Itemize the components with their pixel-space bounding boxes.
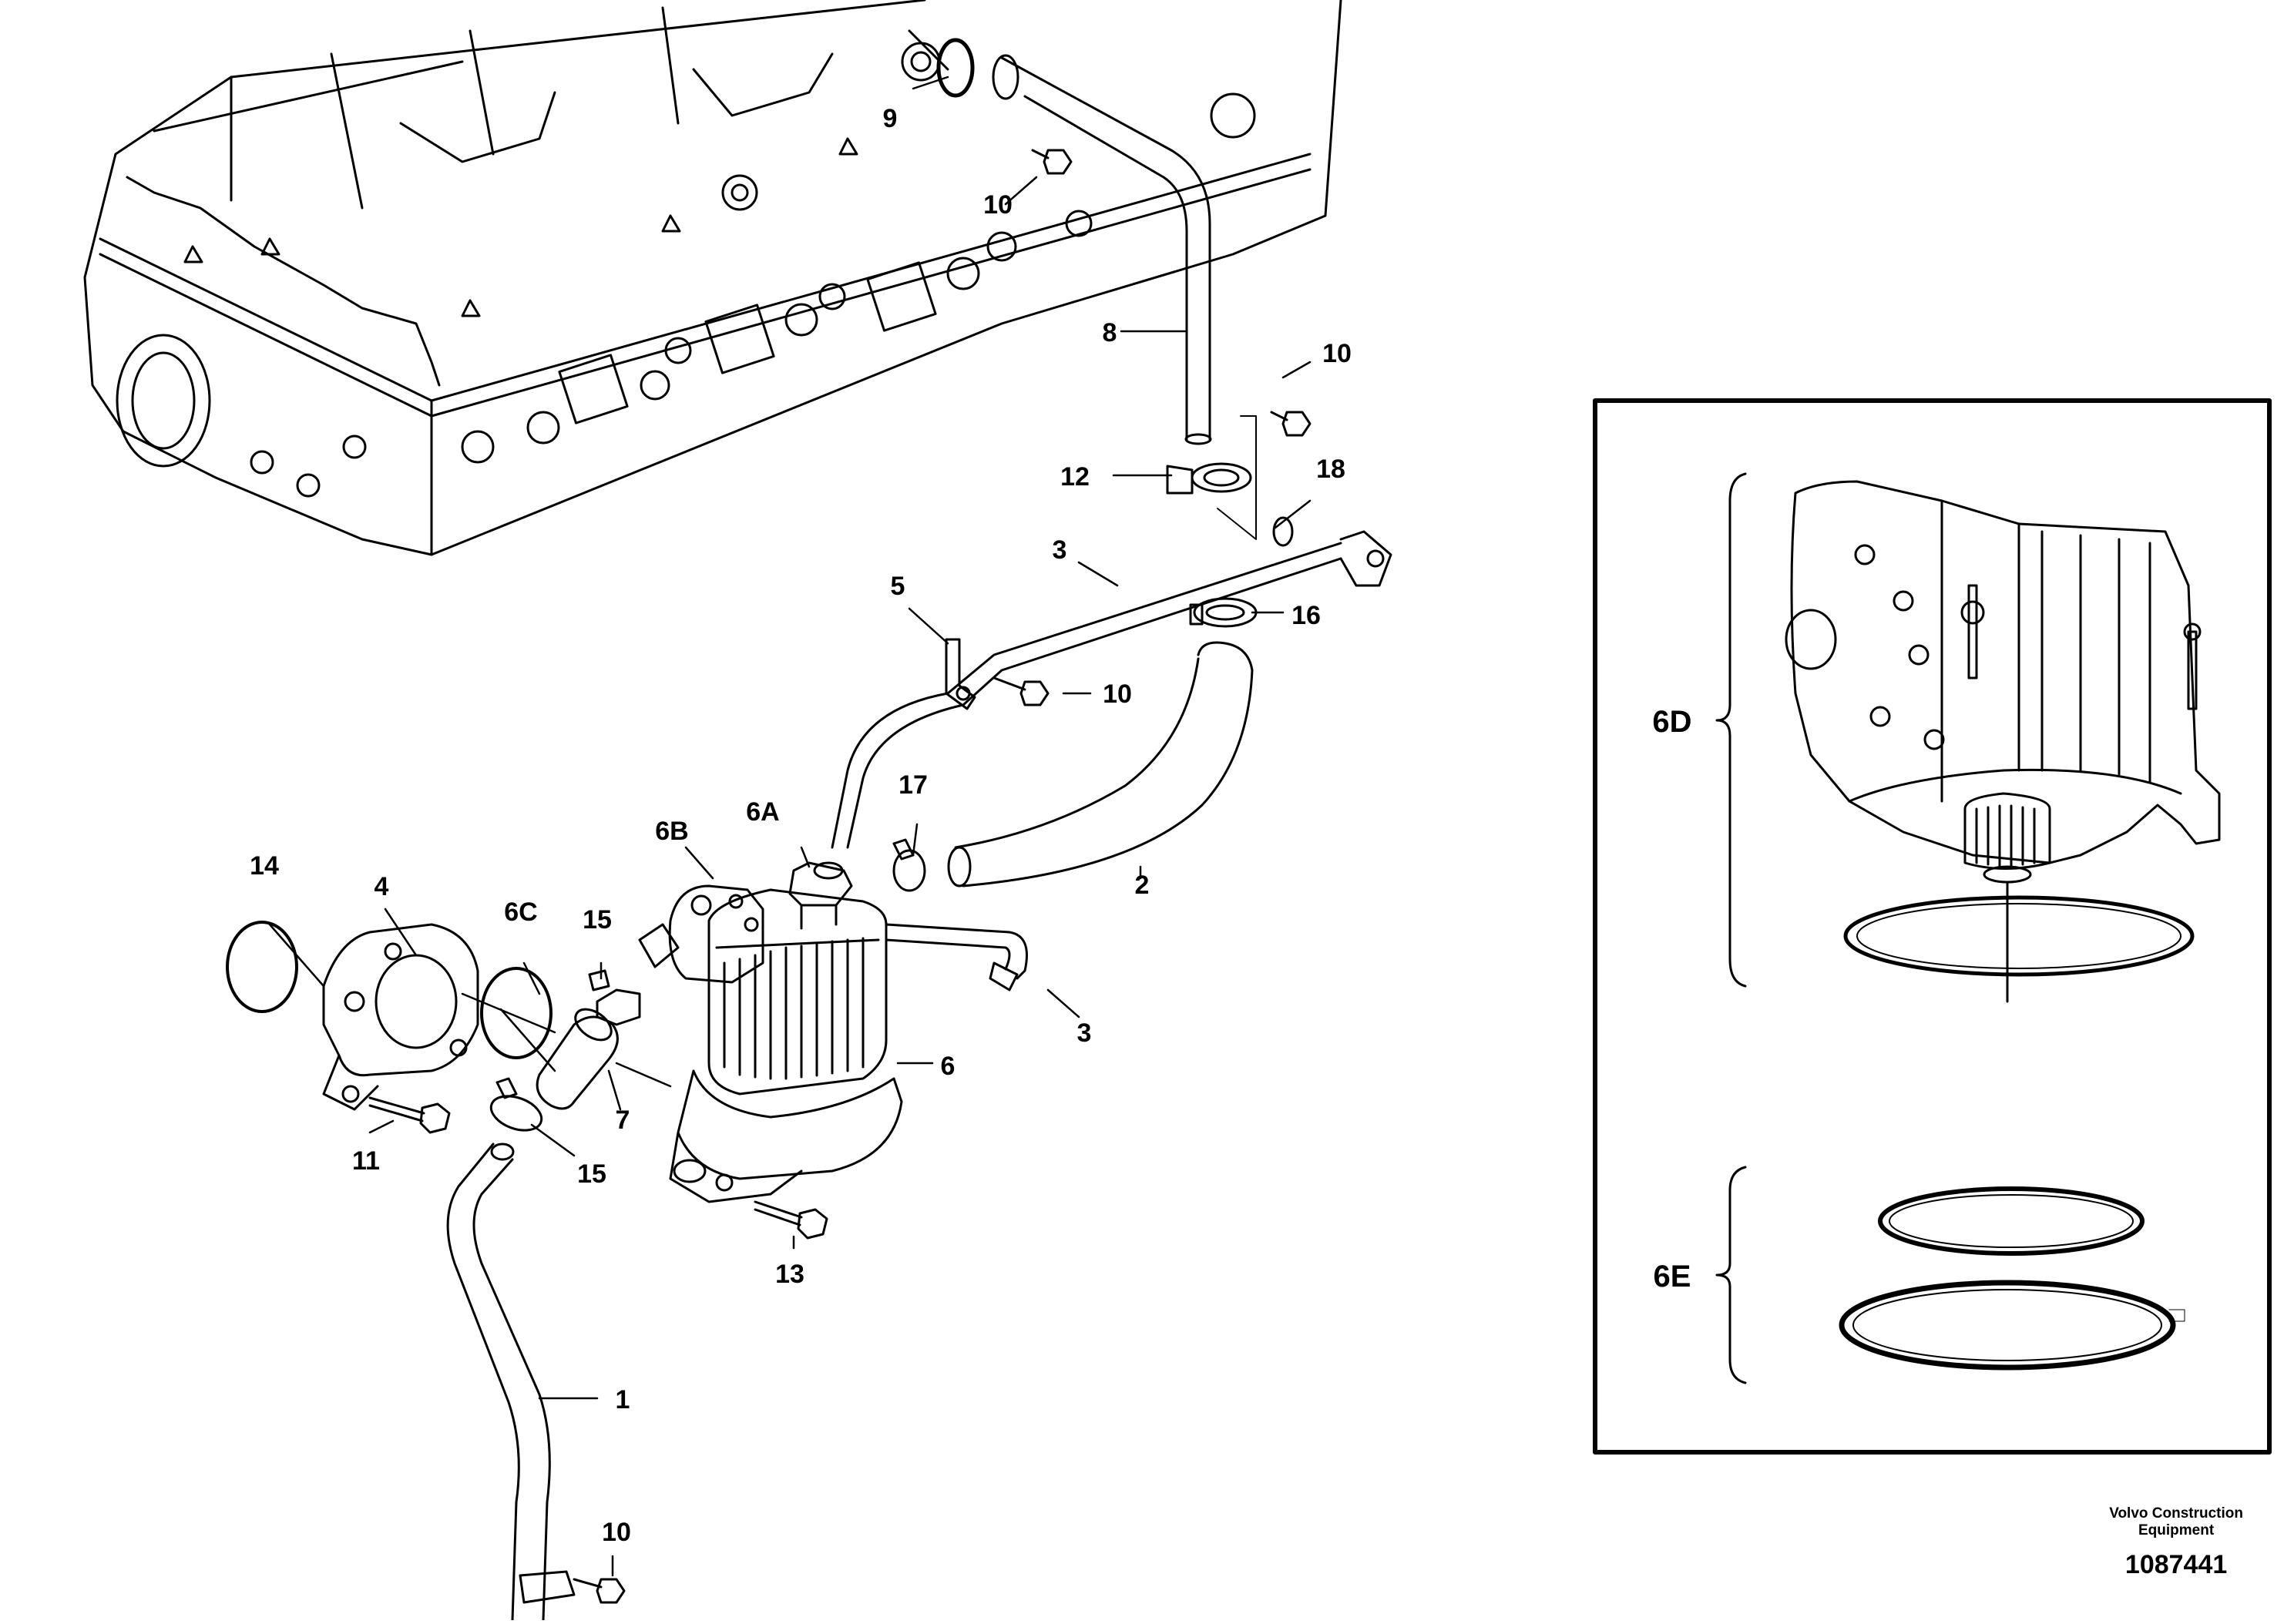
callout-15-lower: 15 bbox=[577, 1159, 606, 1189]
callout-6e: 6E bbox=[1654, 1260, 1691, 1293]
o-ring-9 bbox=[936, 38, 975, 98]
pipe-1 bbox=[446, 1143, 576, 1622]
bracket-5 bbox=[945, 638, 976, 710]
brand-line-2: Equipment bbox=[2138, 1522, 2215, 1538]
detail-6d-ring bbox=[1843, 895, 2195, 977]
clamp-12 bbox=[1166, 462, 1252, 495]
clamp-15-lower bbox=[489, 1077, 543, 1132]
outlet-6a bbox=[788, 861, 853, 930]
hose-2 bbox=[947, 641, 1254, 887]
bolt-10-bottom bbox=[573, 1578, 626, 1604]
callout-16: 16 bbox=[1291, 601, 1321, 630]
bolt-11 bbox=[368, 1096, 451, 1134]
brand-line-1: Volvo Construction bbox=[2109, 1505, 2243, 1522]
bolt-13 bbox=[754, 1200, 828, 1240]
callout-15-upper: 15 bbox=[583, 905, 612, 934]
o-ring-18 bbox=[1272, 516, 1294, 547]
clamp-15-upper bbox=[588, 923, 680, 1026]
bolt-10-top bbox=[1031, 149, 1073, 175]
detail-6d-pump bbox=[1785, 480, 2221, 1003]
callout-3-lower: 3 bbox=[1077, 1018, 1092, 1048]
callout-6c: 6C bbox=[504, 898, 537, 927]
callout-2: 2 bbox=[1135, 871, 1150, 900]
callout-11: 11 bbox=[352, 1146, 380, 1176]
callout-labels: 9 10 8 10 12 18 3 5 16 10 17 6A 6B 2 14 … bbox=[250, 104, 1691, 1547]
pipe-8 bbox=[992, 54, 1212, 445]
callout-6d: 6D bbox=[1652, 705, 1691, 739]
callout-12: 12 bbox=[1060, 462, 1090, 492]
callout-10-bottom: 10 bbox=[602, 1518, 631, 1547]
flange-4 bbox=[322, 923, 479, 1111]
callout-6b: 6B bbox=[655, 817, 688, 846]
hose-7 bbox=[536, 1008, 619, 1110]
clamp-16 bbox=[1189, 597, 1258, 628]
callout-1: 1 bbox=[616, 1385, 630, 1414]
callout-4: 4 bbox=[374, 872, 389, 901]
leader-lines bbox=[268, 75, 1312, 1577]
brace-6e bbox=[1715, 1166, 1747, 1384]
callout-3-top: 3 bbox=[1053, 535, 1067, 565]
callout-5: 5 bbox=[891, 572, 905, 601]
engine-block bbox=[83, 0, 1342, 556]
callout-10-middle: 10 bbox=[1103, 679, 1132, 709]
callout-18: 18 bbox=[1316, 455, 1345, 484]
detail-box bbox=[1593, 398, 2272, 1455]
o-ring-14 bbox=[226, 921, 298, 1013]
callout-14: 14 bbox=[250, 851, 279, 881]
footer-block: Volvo Construction Equipment 1087441 bbox=[2109, 1505, 2243, 1580]
callout-13: 13 bbox=[775, 1260, 804, 1289]
callout-7: 7 bbox=[616, 1106, 630, 1135]
separator-6 bbox=[669, 888, 903, 1203]
brace-6d bbox=[1715, 472, 1747, 988]
motor-6b bbox=[668, 884, 764, 984]
callout-10-upper-right: 10 bbox=[1322, 339, 1352, 368]
bolt-10-upper-right bbox=[1270, 411, 1312, 437]
bolt-10-middle bbox=[992, 676, 1050, 706]
callout-9: 9 bbox=[883, 104, 898, 133]
callout-17: 17 bbox=[898, 770, 928, 800]
callout-6: 6 bbox=[941, 1052, 956, 1081]
detail-6e-rings bbox=[1839, 1186, 2185, 1371]
clamp-17 bbox=[892, 838, 926, 892]
callout-10-top: 10 bbox=[983, 190, 1013, 220]
callout-8: 8 bbox=[1103, 318, 1117, 347]
callout-6a: 6A bbox=[746, 797, 779, 827]
drawing-number: 1087441 bbox=[2124, 1550, 2228, 1579]
o-ring-6c bbox=[480, 967, 553, 1059]
